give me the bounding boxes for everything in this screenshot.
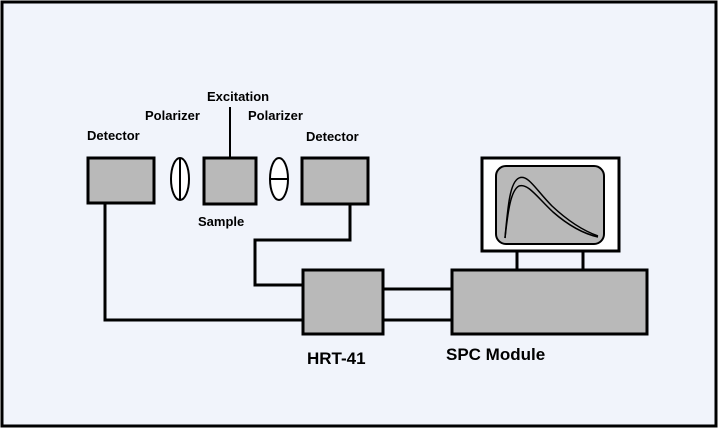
spc-module-label: SPC Module xyxy=(446,345,545,364)
left-detector-wire xyxy=(103,202,303,322)
polarizer-right-label: Polarizer xyxy=(248,108,303,123)
hrt-box xyxy=(301,268,385,336)
detector-right-label: Detector xyxy=(306,129,359,144)
decay-curve-upper xyxy=(504,176,599,239)
right-detector-wire xyxy=(253,205,352,287)
excitation-label: Excitation xyxy=(207,89,269,104)
sample-label: Sample xyxy=(198,214,244,229)
decay-curve-lower xyxy=(504,184,599,239)
detector-left-label: Detector xyxy=(87,128,140,143)
sample-box xyxy=(202,156,258,206)
polarizer-left-label: Polarizer xyxy=(145,108,200,123)
spc-module-box xyxy=(450,268,649,336)
detector-left-box xyxy=(86,156,156,205)
hrt-label: HRT-41 xyxy=(307,349,366,368)
detector-right-box xyxy=(300,156,370,206)
